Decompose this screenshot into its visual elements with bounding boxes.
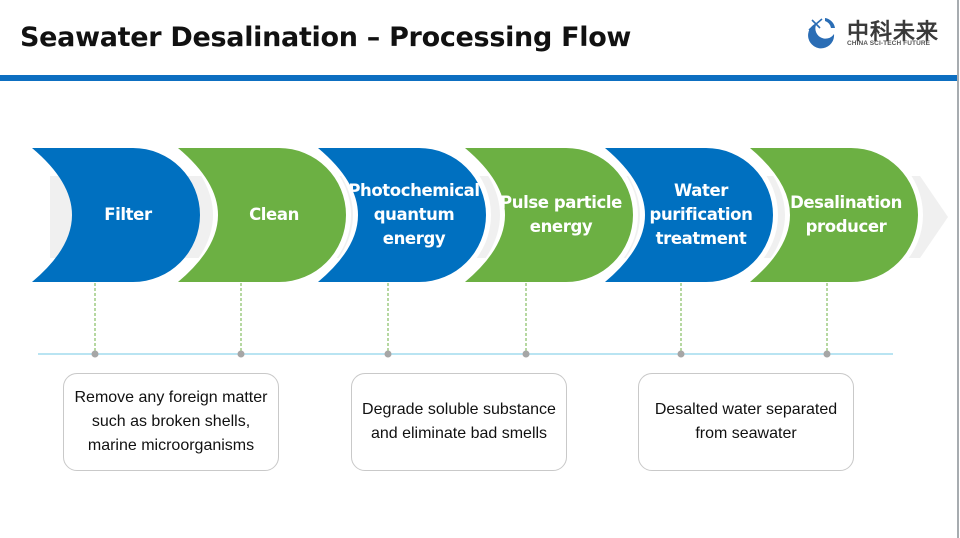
process-step-label: Desalination producer bbox=[790, 193, 902, 236]
process-step-shape bbox=[605, 148, 773, 282]
process-step-shape bbox=[750, 148, 918, 282]
logo-chinese-name: 中科未来 bbox=[847, 20, 940, 45]
timeline-dot bbox=[237, 350, 245, 358]
timeline-dot bbox=[677, 350, 685, 358]
process-step-label: Filter bbox=[104, 205, 152, 224]
process-step-label: Clean bbox=[249, 205, 299, 224]
process-step-label: Pulse particle energy bbox=[500, 193, 622, 236]
timeline-dot bbox=[823, 350, 831, 358]
process-steps bbox=[32, 143, 923, 287]
description-text: Remove any foreign matter such as broken… bbox=[74, 389, 268, 454]
process-step-shape bbox=[178, 148, 346, 282]
right-border bbox=[957, 0, 959, 538]
description-box-filter: Remove any foreign matter such as broken… bbox=[63, 373, 279, 471]
process-step-shape bbox=[318, 148, 486, 282]
china-sci-tech-logo-icon bbox=[808, 18, 835, 49]
connectors bbox=[94, 283, 828, 351]
logo-english-name: CHINA SCI-TECH FUTURE bbox=[847, 40, 931, 47]
description-box-water-purification: Desalted water separated from seawater bbox=[638, 373, 854, 471]
description-box-photochemical: Degrade soluble substance and eliminate … bbox=[351, 373, 567, 471]
timeline-dot bbox=[522, 350, 530, 358]
description-text: Desalted water separated from seawater bbox=[654, 401, 838, 442]
company-logo: 中科未来 CHINA SCI-TECH FUTURE bbox=[803, 14, 953, 50]
timeline-dot bbox=[384, 350, 392, 358]
process-step-shape bbox=[32, 148, 200, 282]
process-step-label: Water purification treatment bbox=[649, 181, 753, 248]
process-step-label: Photochemical quantum energy bbox=[348, 181, 480, 248]
process-step-shape bbox=[465, 148, 633, 282]
timeline-dots bbox=[91, 350, 831, 358]
title-underline bbox=[0, 75, 958, 81]
page-title: Seawater Desalination – Processing Flow bbox=[20, 22, 632, 53]
timeline-dot bbox=[91, 350, 99, 358]
description-text: Degrade soluble substance and eliminate … bbox=[362, 401, 556, 442]
